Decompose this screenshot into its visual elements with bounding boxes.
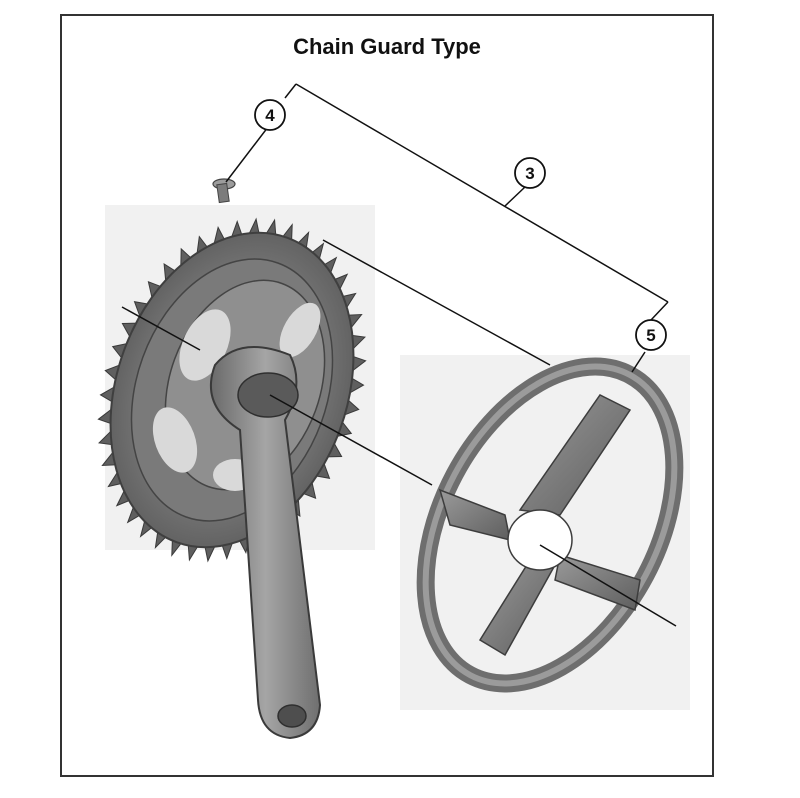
bolt-shank <box>216 182 230 204</box>
guard-spoke-left <box>438 488 511 542</box>
axis-line-guard <box>539 544 677 627</box>
callout-3-bracket <box>295 83 669 303</box>
callout-5: 5 <box>635 319 667 351</box>
guard-center-hole <box>507 509 573 571</box>
leader-lines <box>121 83 677 627</box>
bolt-to-guard-line <box>322 239 551 366</box>
callout-4-circle <box>254 99 286 131</box>
callout-5-circle <box>635 319 667 351</box>
callout-4-bracket <box>284 83 297 99</box>
crank-axle-hole <box>237 372 299 418</box>
callout-3-circle <box>514 157 546 189</box>
callout-5-bracket <box>650 301 669 321</box>
callout-3-leader <box>504 186 526 207</box>
chainring-bolt <box>212 178 236 204</box>
callout-3: 3 <box>514 157 546 189</box>
callout-5-label: 5 <box>646 326 655 345</box>
chain-guard <box>416 357 684 693</box>
chain-guard-ring-highlight <box>422 363 678 687</box>
callout-4: 4 <box>254 99 286 131</box>
axis-line-crank <box>269 394 433 486</box>
crank-arm-body <box>209 346 322 740</box>
axis-line-left <box>121 306 201 351</box>
crank-arm <box>209 346 322 740</box>
spider-cutout <box>279 302 321 358</box>
callout-5-leader <box>631 351 646 373</box>
callout-3-label: 3 <box>525 164 534 183</box>
callout-4-label: 4 <box>265 106 275 125</box>
diagram-title: Chain Guard Type <box>293 34 481 59</box>
callout-4-leader <box>225 126 269 183</box>
pedal-hole <box>277 704 307 728</box>
guard-spoke-right <box>554 554 641 612</box>
spider-cutout <box>152 407 198 473</box>
